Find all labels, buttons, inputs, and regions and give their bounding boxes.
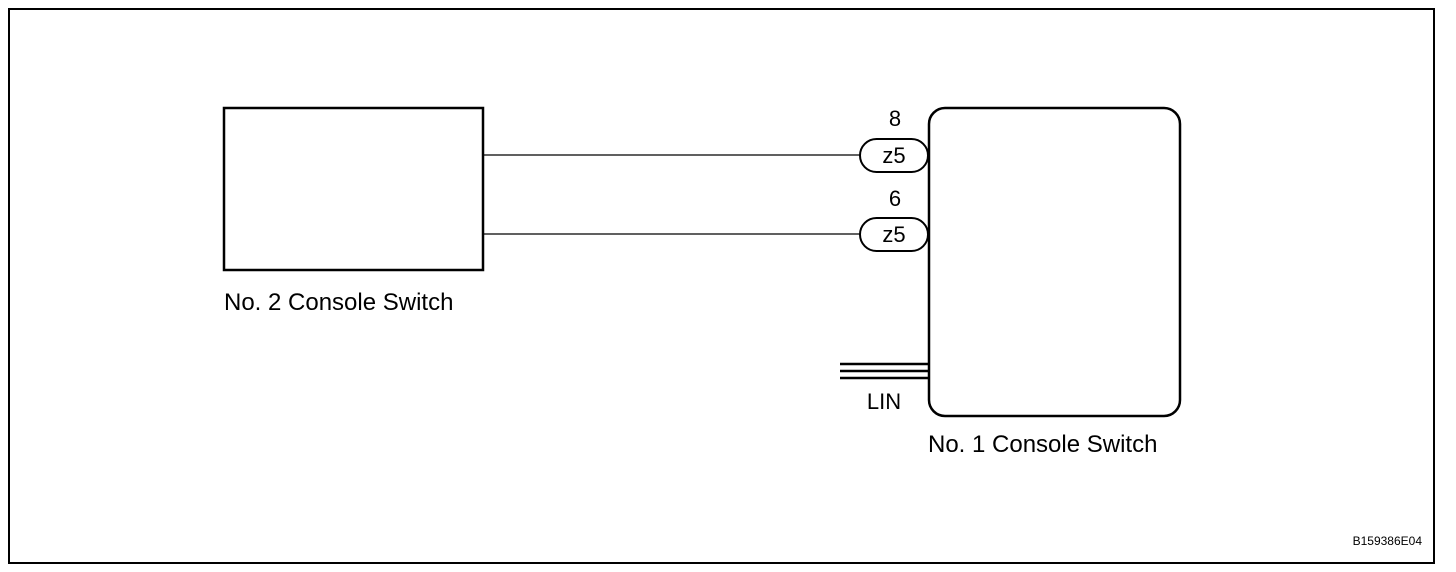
no1-console-switch-label: No. 1 Console Switch [928,431,1157,458]
no2-console-switch-box [222,106,485,272]
pin-number-6: 6 [889,186,901,211]
pin-number-8: 8 [889,106,901,131]
diagram-frame [8,8,1435,564]
no1-console-switch-box [927,106,1182,418]
connector-label-pin6: z5 [882,222,905,247]
no2-console-switch-label: No. 2 Console Switch [224,289,453,316]
figure-id: B159386E04 [1353,534,1423,548]
lin-label: LIN [867,389,901,414]
lin-bus [840,362,929,380]
connector-label-pin8: z5 [882,143,905,168]
